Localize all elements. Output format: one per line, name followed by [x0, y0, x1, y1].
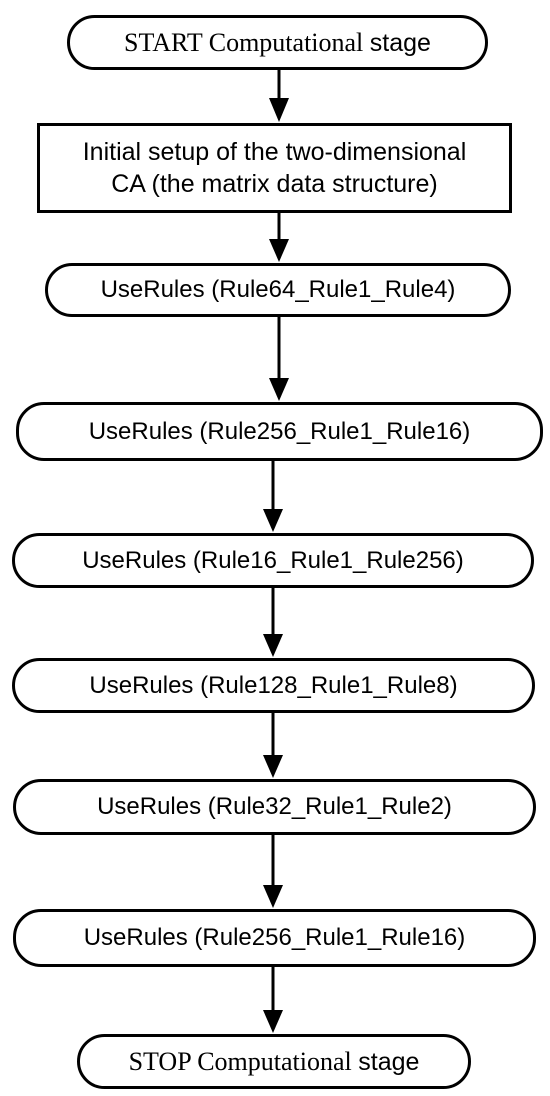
step-4-label: UseRules (Rule128_Rule1_Rule8)	[89, 671, 458, 699]
arrowhead-step-3-to-step-4	[263, 634, 283, 657]
step-2-box: UseRules (Rule256_Rule1_Rule16)	[16, 402, 543, 461]
arrowhead-step-2-to-step-3	[263, 509, 283, 532]
arrowhead-step-5-to-step-6	[263, 885, 283, 908]
arrowhead-step-6-to-stop	[263, 1010, 283, 1033]
start-label-stage: stage	[369, 28, 431, 57]
step-1-box: UseRules (Rule64_Rule1_Rule4)	[45, 263, 511, 317]
step-1-label: UseRules (Rule64_Rule1_Rule4)	[100, 276, 456, 303]
stop-label-stage: stage	[358, 1047, 420, 1076]
arrowhead-start-to-setup	[269, 98, 289, 122]
step-6-box: UseRules (Rule256_Rule1_Rule16)	[13, 909, 536, 967]
step-4-box: UseRules (Rule128_Rule1_Rule8)	[12, 658, 535, 713]
step-5-label: UseRules (Rule32_Rule1_Rule2)	[97, 793, 452, 820]
start-label-main: START Computational	[124, 27, 364, 57]
step-3-box: UseRules (Rule16_Rule1_Rule256)	[12, 533, 534, 588]
step-6-label: UseRules (Rule256_Rule1_Rule16)	[83, 924, 466, 951]
setup-process-box: Initial setup of the two-dimensional CA …	[37, 123, 512, 213]
start-terminal: START Computational stage	[67, 15, 488, 70]
step-3-label: UseRules (Rule16_Rule1_Rule256)	[82, 546, 464, 574]
stop-terminal: STOP Computational stage	[77, 1034, 471, 1089]
setup-line-1: Initial setup of the two-dimensional	[82, 138, 467, 166]
step-2-label: UseRules (Rule256_Rule1_Rule16)	[88, 417, 471, 445]
stop-label-main: STOP Computational	[128, 1046, 352, 1076]
arrowhead-setup-to-step-1	[269, 239, 289, 262]
arrowhead-step-4-to-step-5	[263, 755, 283, 778]
step-5-box: UseRules (Rule32_Rule1_Rule2)	[13, 779, 536, 835]
arrowhead-step-1-to-step-2	[269, 378, 289, 401]
setup-line-2: CA (the matrix data structure)	[111, 170, 438, 198]
